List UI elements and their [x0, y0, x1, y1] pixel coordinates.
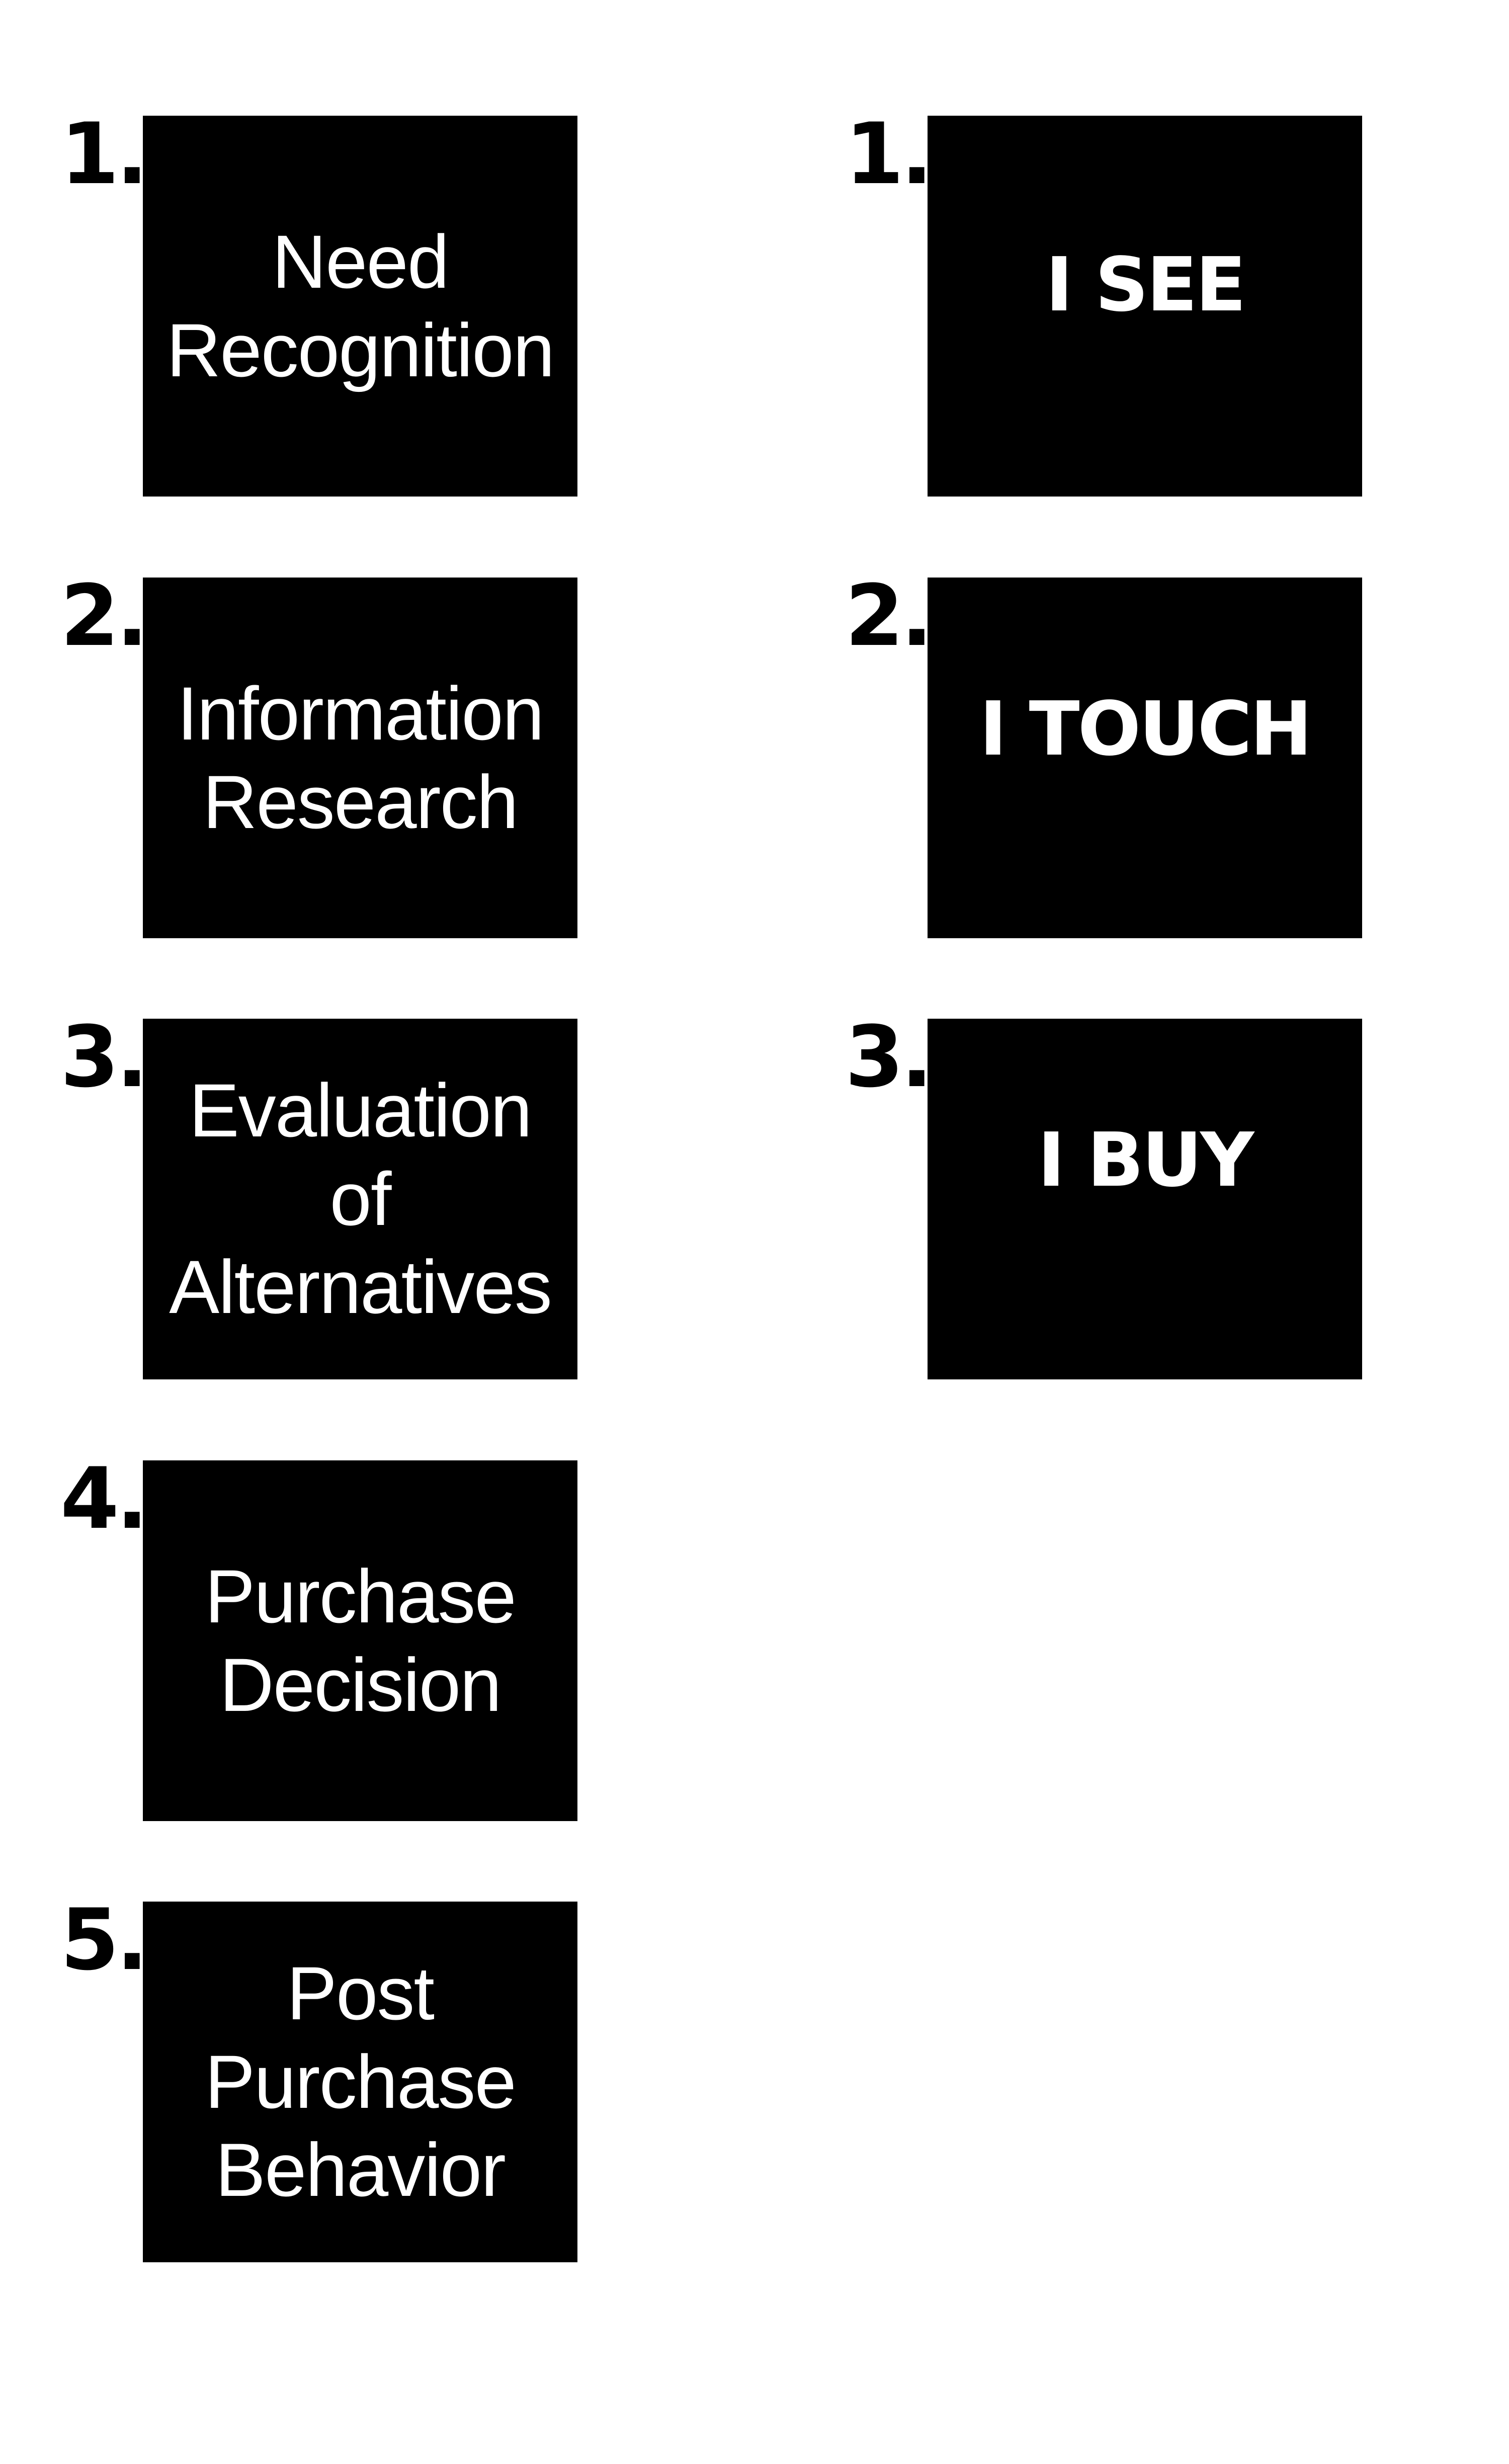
step-box: Purchase Decision [143, 1460, 577, 1821]
step-box: Need Recognition [143, 116, 577, 497]
step-number: 1. [60, 105, 148, 203]
step-label: I SEE [1045, 241, 1246, 328]
step-number: 2. [845, 566, 933, 665]
step-number: 3. [845, 1008, 933, 1106]
step-number: 1. [845, 105, 933, 203]
step-number: 3. [60, 1008, 148, 1106]
step-label: Post Purchase Behavior [205, 1951, 517, 2212]
step-box: Evaluation of Alternatives [143, 1019, 577, 1379]
simplified-steps-column: 1. I SEE 2. I TOUCH 3. I BUY [785, 0, 1489, 2464]
step-label: Need Recognition [166, 219, 555, 392]
step-number: 5. [60, 1891, 148, 1989]
step-label: Information Research [177, 671, 544, 844]
step-number: 4. [60, 1449, 148, 1548]
step-label: Purchase Decision [205, 1554, 517, 1727]
step-box: Information Research [143, 578, 577, 938]
step-box: I SEE [928, 116, 1362, 497]
step-number: 2. [60, 566, 148, 665]
step-label: I TOUCH [979, 686, 1312, 772]
step-box: I TOUCH [928, 578, 1362, 938]
step-box: I BUY [928, 1019, 1362, 1379]
step-box: Post Purchase Behavior [143, 1902, 577, 2262]
step-label: I BUY [1037, 1117, 1254, 1203]
step-label: Evaluation of Alternatives [169, 1068, 552, 1330]
consumer-decision-steps-column: 1. Need Recognition 2. Information Resea… [0, 0, 704, 2464]
